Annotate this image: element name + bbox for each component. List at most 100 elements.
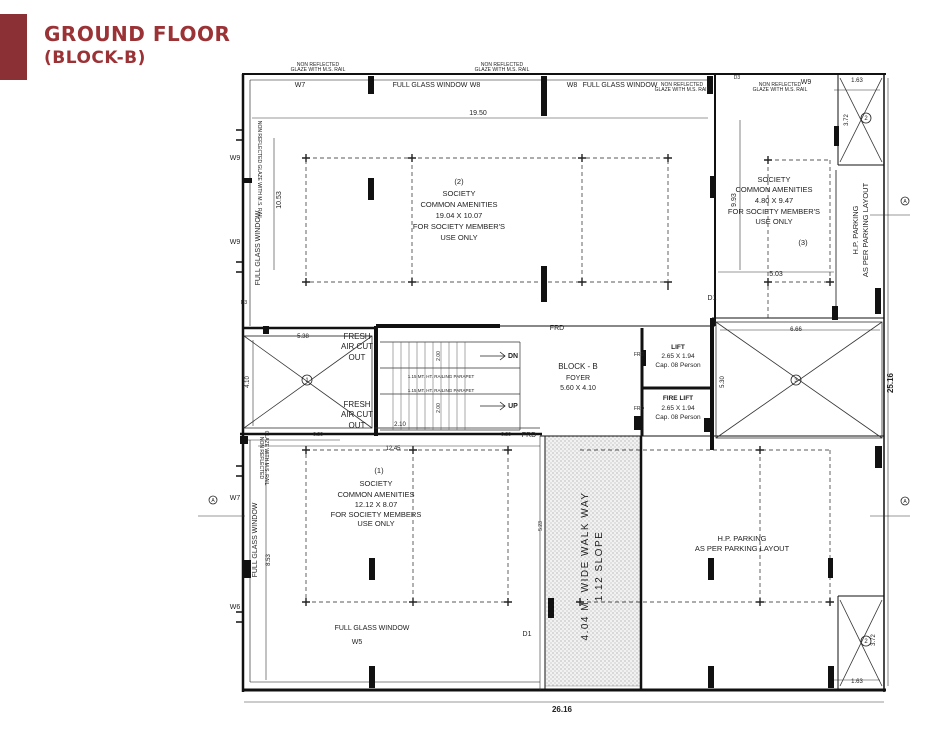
svg-text:5.30: 5.30 [720,376,726,388]
svg-text:NON REFLECTED: NON REFLECTED [481,62,524,68]
svg-text:A: A [211,498,215,504]
svg-text:W7: W7 [295,82,306,89]
svg-text:19.04 X 10.07: 19.04 X 10.07 [436,211,483,220]
svg-text:GLAZE WITH M.S. RAIL: GLAZE WITH M.S. RAIL [655,87,710,93]
svg-text:D1: D1 [708,295,717,302]
walkway-ramp [544,435,642,687]
svg-text:W9: W9 [801,79,812,86]
structural-columns [240,76,882,688]
svg-text:NON REFLECTED: NON REFLECTED [759,82,802,88]
svg-text:SOCIETY: SOCIETY [360,479,393,488]
svg-text:GLAZE WITH M.S. RAIL: GLAZE WITH M.S. RAIL [291,67,346,73]
svg-text:1.15 MT. HT. RAILING PARAPET: 1.15 MT. HT. RAILING PARAPET [408,374,475,379]
svg-text:W9: W9 [230,239,241,246]
svg-text:NON REFLECTED: NON REFLECTED [258,437,264,480]
svg-text:UP: UP [508,403,518,410]
annotation-labels: NON REFLECTED GLAZE WITH M.S. RAIL NON R… [256,62,808,486]
svg-text:AIR CUT: AIR CUT [341,410,373,419]
svg-text:4.04 M. WIDE WALK WAY: 4.04 M. WIDE WALK WAY [580,492,591,641]
svg-text:W5: W5 [352,639,363,646]
svg-text:FRD: FRD [522,432,536,439]
svg-text:(1): (1) [374,466,384,475]
outer-walls [241,73,886,692]
svg-text:1:12 SLOPE: 1:12 SLOPE [594,531,605,602]
room-hp-parking-right: H.P. PARKING AS PER PARKING LAYOUT [851,182,870,277]
svg-text:LIFT: LIFT [671,344,685,351]
svg-text:Cap. 08 Person: Cap. 08 Person [655,362,701,369]
svg-text:GLAZE WITH M.S. RAIL: GLAZE WITH M.S. RAIL [263,431,269,486]
svg-text:1: 1 [305,378,309,384]
grid-marker-labels: 1 2 3 2 [305,116,868,645]
svg-text:D1: D1 [523,631,532,638]
room-foyer: BLOCK - B FOYER 5.60 X 4.10 [558,362,598,392]
svg-text:8.53: 8.53 [266,554,272,566]
svg-text:W8: W8 [567,82,578,89]
svg-text:2.00: 2.00 [436,351,442,361]
svg-text:AS PER PARKING LAYOUT: AS PER PARKING LAYOUT [861,182,870,277]
svg-text:(2): (2) [454,177,464,186]
svg-text:2.65 X 1.94: 2.65 X 1.94 [661,405,695,412]
svg-text:1.15 MT. HT. RAILING PARAPET: 1.15 MT. HT. RAILING PARAPET [408,388,475,393]
svg-text:0.20: 0.20 [313,432,323,438]
svg-text:3.72: 3.72 [844,114,850,126]
svg-text:A: A [903,499,907,505]
svg-text:COMMON AMENITIES: COMMON AMENITIES [735,185,812,194]
svg-text:1.63: 1.63 [851,679,863,685]
svg-text:(3): (3) [798,238,808,247]
svg-text:USE ONLY: USE ONLY [440,233,477,242]
svg-text:SOCIETY: SOCIETY [758,175,791,184]
svg-text:9.93: 9.93 [731,193,738,207]
svg-text:W9: W9 [230,155,241,162]
svg-text:25.16: 25.16 [886,372,895,393]
walkway-label: 4.04 M. WIDE WALK WAY 1:12 SLOPE [580,492,605,641]
svg-text:OUT: OUT [349,353,366,362]
svg-text:26.16: 26.16 [552,705,573,714]
svg-text:USE ONLY: USE ONLY [357,519,394,528]
svg-text:10.53: 10.53 [276,191,283,209]
svg-text:Cap. 08 Person: Cap. 08 Person [655,414,701,421]
room-fire-lift: FIRE LIFT 2.65 X 1.94 Cap. 08 Person [655,395,701,421]
room-lift: LIFT 2.65 X 1.94 Cap. 08 Person [655,344,701,369]
svg-text:W7: W7 [230,495,241,502]
column-markers [302,154,834,606]
svg-text:H.P. PARKING: H.P. PARKING [718,534,767,543]
svg-text:2: 2 [864,639,868,645]
svg-text:2.10: 2.10 [394,422,406,428]
svg-text:H.P. PARKING: H.P. PARKING [851,205,860,254]
svg-text:4.80 X 9.47: 4.80 X 9.47 [755,196,793,205]
svg-text:5.03: 5.03 [769,271,783,278]
svg-text:COMMON AMENITIES: COMMON AMENITIES [420,200,497,209]
svg-text:0.20: 0.20 [501,432,511,438]
svg-text:BLOCK - B: BLOCK - B [558,362,598,371]
svg-text:W8: W8 [470,82,481,89]
svg-text:5.38: 5.38 [297,334,309,340]
svg-text:COMMON AMENITIES: COMMON AMENITIES [337,490,414,499]
dimension-values: 19.50 10.53 9.93 5.03 1.63 3.72 5.38 4.1… [245,78,895,714]
svg-text:19.50: 19.50 [469,110,487,117]
svg-text:D3: D3 [734,75,741,81]
svg-text:D3: D3 [241,300,248,306]
window-labels: W7 FULL GLASS WINDOW W8 W8 FULL GLASS WI… [211,75,907,646]
svg-text:FULL GLASS WINDOW: FULL GLASS WINDOW [252,502,259,577]
shaft-crosses [243,77,883,687]
svg-text:GLAZE WITH M.S. RAIL: GLAZE WITH M.S. RAIL [475,67,530,73]
svg-text:OUT: OUT [349,421,366,430]
svg-text:2.65 X 1.94: 2.65 X 1.94 [661,353,695,360]
svg-text:3: 3 [794,378,798,384]
room-amenity-3: SOCIETY COMMON AMENITIES 4.80 X 9.47 FOR… [728,175,820,247]
svg-text:6.66: 6.66 [790,327,802,333]
svg-text:SOCIETY: SOCIETY [443,189,476,198]
svg-text:FRESH: FRESH [343,332,370,341]
svg-text:5.23: 5.23 [538,521,544,531]
stair-treads [392,342,466,430]
svg-text:GLAZE WITH M.S. RAIL: GLAZE WITH M.S. RAIL [753,87,808,93]
svg-text:FOR SOCIETY MEMBERS: FOR SOCIETY MEMBERS [331,510,422,519]
svg-text:W6: W6 [230,604,241,611]
svg-text:FULL GLASS WINDOW: FULL GLASS WINDOW [335,625,410,632]
accent-tab [0,14,27,80]
svg-text:5.60 X 4.10: 5.60 X 4.10 [560,385,596,392]
room-amenity-2: (2) SOCIETY COMMON AMENITIES 19.04 X 10.… [413,177,505,242]
svg-text:FULL GLASS WINDOW: FULL GLASS WINDOW [393,82,468,89]
svg-text:12.45: 12.45 [385,446,401,452]
svg-text:FULL GLASS WINDOW: FULL GLASS WINDOW [255,210,262,285]
